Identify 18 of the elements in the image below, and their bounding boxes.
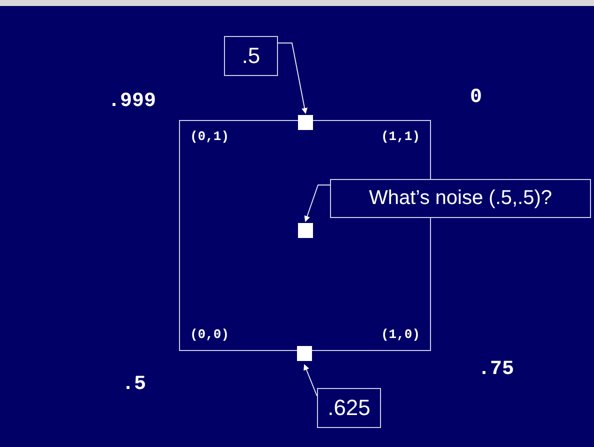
corner-value: .999 [108,90,156,113]
marker-square [298,223,313,238]
corner-value: .5 [122,373,146,396]
marker-square [297,346,312,361]
leader-line [278,42,308,114]
corner-coordinate: (0,1) [190,129,230,144]
corner-coordinate: (0,0) [190,327,230,342]
callout-box: What’s noise (.5,.5)? [330,179,591,218]
callout-box: .5 [224,36,278,76]
callout-box: .625 [317,388,381,428]
leader-line [304,364,318,396]
unit-square [179,120,431,351]
marker-square [298,115,313,130]
corner-coordinate: (1,1) [380,129,420,144]
corner-value: 0 [470,86,482,109]
corner-coordinate: (1,0) [380,327,420,342]
corner-value: .75 [478,358,514,381]
leader-line [304,184,330,222]
